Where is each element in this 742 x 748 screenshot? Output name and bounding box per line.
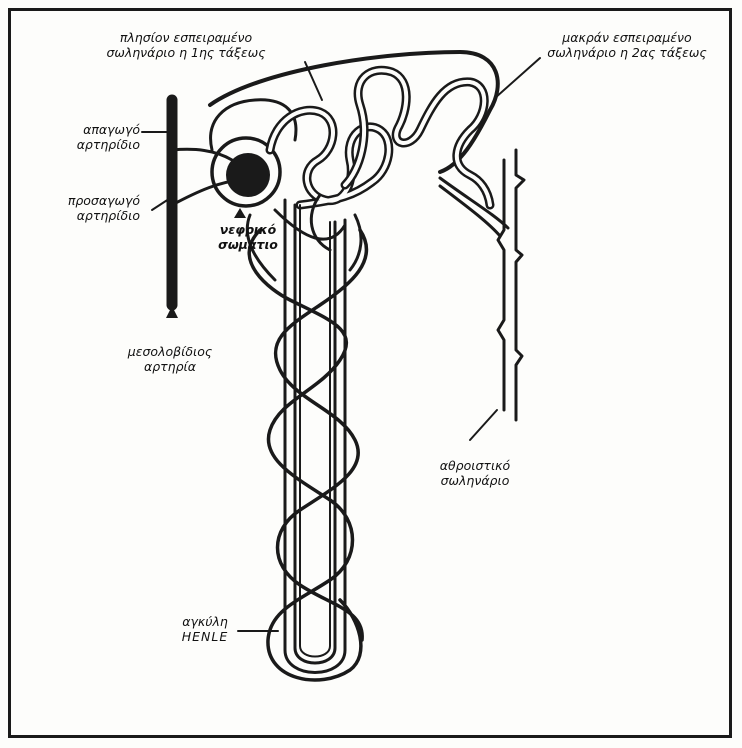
label-interlobular-artery: μεσολοβίδιος αρτηρία [110, 344, 230, 374]
label-afferent-line2: αρτηρίδιο [40, 208, 140, 223]
vasa-recta-2 [276, 230, 367, 640]
label-efferent-line1: απαγωγό [40, 122, 140, 137]
label-proximal-tubule-line1: πλησίον εσπειραμένο [86, 30, 286, 45]
label-distal-tubule-line2: σωληνάριο η 2ας τάξεως [532, 45, 722, 60]
label-efferent-arteriole: απαγωγό αρτηρίδιο [40, 122, 140, 152]
label-collecting-duct: αθροιστικό σωληνάριο [420, 458, 530, 488]
label-renal-corpuscle: νεφρικό σωμάτιο [208, 222, 288, 252]
label-renal-corpuscle-line2: σωμάτιο [208, 237, 288, 252]
renal-corpuscle-arrow [234, 208, 246, 218]
label-henle-line2: HENLE [170, 629, 240, 644]
proximal-convoluted-tubule-outer [270, 110, 389, 205]
label-loop-of-henle: αγκύλη HENLE [170, 614, 240, 644]
label-interlobular-line2: αρτηρία [110, 359, 230, 374]
label-proximal-tubule: πλησίον εσπειραμένο σωληνάριο η 1ης τάξε… [86, 30, 286, 60]
leader-collecting [470, 410, 497, 440]
label-afferent-arteriole: προσαγωγό αρτηρίδιο [40, 193, 140, 223]
label-proximal-tubule-line2: σωληνάριο η 1ης τάξεως [86, 45, 286, 60]
connecting-tubule [440, 178, 508, 228]
label-afferent-line1: προσαγωγό [40, 193, 140, 208]
label-distal-tubule-line1: μακράν εσπειραμένο [532, 30, 722, 45]
label-renal-corpuscle-line1: νεφρικό [208, 222, 288, 237]
efferent-arteriole [172, 149, 232, 160]
collecting-duct-left [498, 160, 504, 410]
label-collecting-line1: αθροιστικό [420, 458, 530, 473]
leader-distal [495, 58, 540, 98]
collecting-duct-right [516, 150, 524, 420]
label-henle-line1: αγκύλη [170, 614, 240, 629]
label-interlobular-line1: μεσολοβίδιος [110, 344, 230, 359]
glomerulus [226, 153, 270, 197]
label-distal-tubule: μακράν εσπειραμένο σωληνάριο η 2ας τάξεω… [532, 30, 722, 60]
label-efferent-line2: αρτηρίδιο [40, 137, 140, 152]
label-collecting-line2: σωληνάριο [420, 473, 530, 488]
